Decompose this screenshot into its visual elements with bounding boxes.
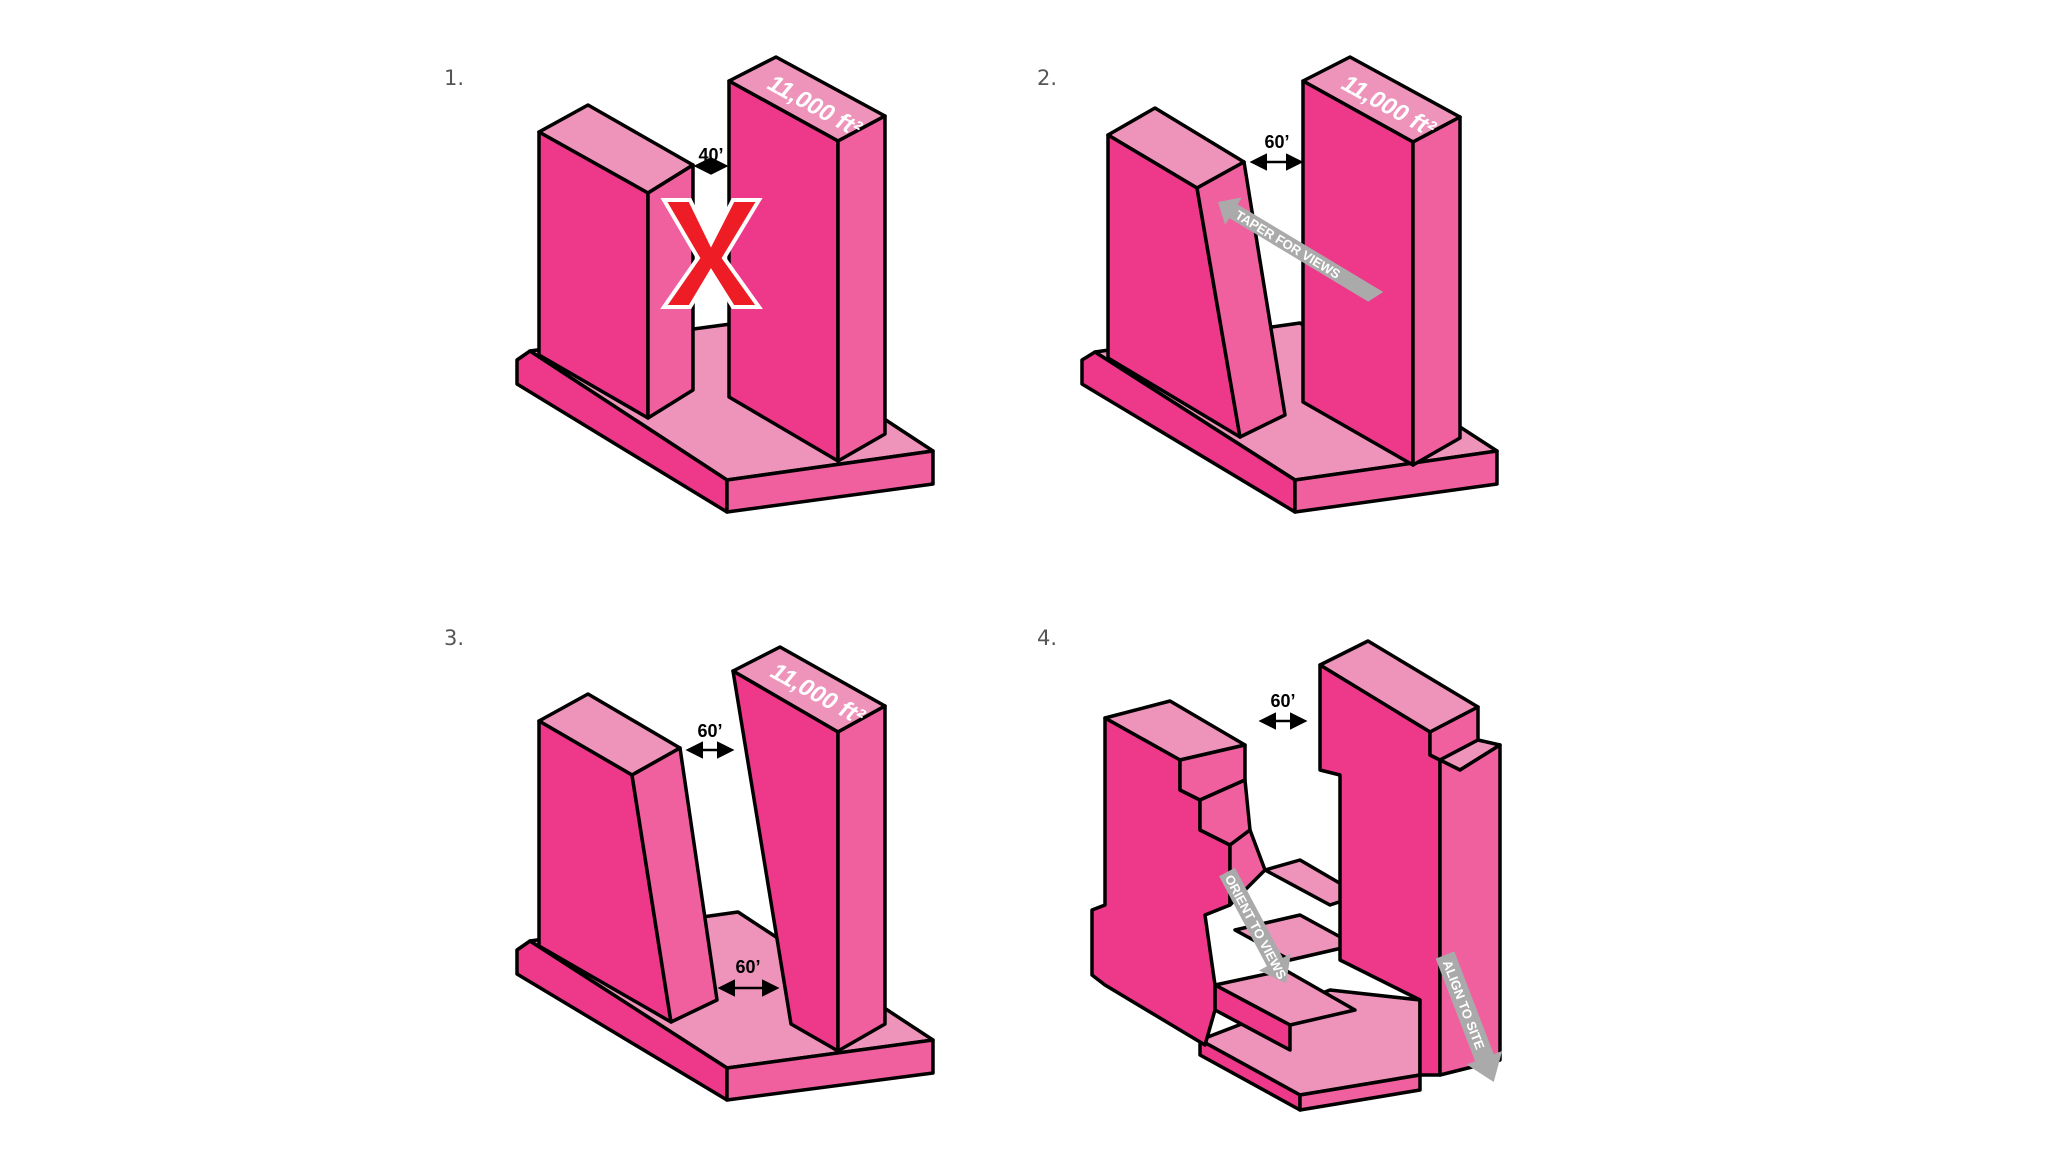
step-1-panel: 1. 11,000 ft² 40’ <box>444 55 935 514</box>
step-1-gap-label: 40’ <box>698 145 723 165</box>
step-3-left-tower-tapered <box>537 692 719 1024</box>
step-2-left-tower-tapered <box>1106 106 1287 439</box>
step-3-top-gap-label: 60’ <box>697 721 722 741</box>
step-4-gap-label: 60’ <box>1270 691 1295 711</box>
step-2-panel: 2. 11,000 ft² 60’ TAPER FOR VIEWS <box>1037 55 1499 514</box>
step-4-stepped-massing <box>1090 639 1502 1112</box>
rejected-cross-icon <box>660 198 763 309</box>
step-2-right-tower <box>1301 55 1462 467</box>
step-2-number: 2. <box>1037 66 1057 90</box>
step-1-number: 1. <box>444 66 464 90</box>
step-1-left-tower <box>537 103 695 420</box>
step-4-number: 4. <box>1037 626 1057 650</box>
step-2-gap-label: 60’ <box>1264 132 1289 152</box>
step-3-bottom-gap-label: 60’ <box>735 957 760 977</box>
step-1-right-tower <box>727 55 887 463</box>
step-3-number: 3. <box>444 626 464 650</box>
step-3-right-tower-tapered <box>731 645 887 1053</box>
step-3-panel: 3. 11,000 ft² 60’ 60’ <box>444 626 935 1102</box>
step-4-panel: 4. 60’ ORIENT TO <box>1037 626 1503 1112</box>
